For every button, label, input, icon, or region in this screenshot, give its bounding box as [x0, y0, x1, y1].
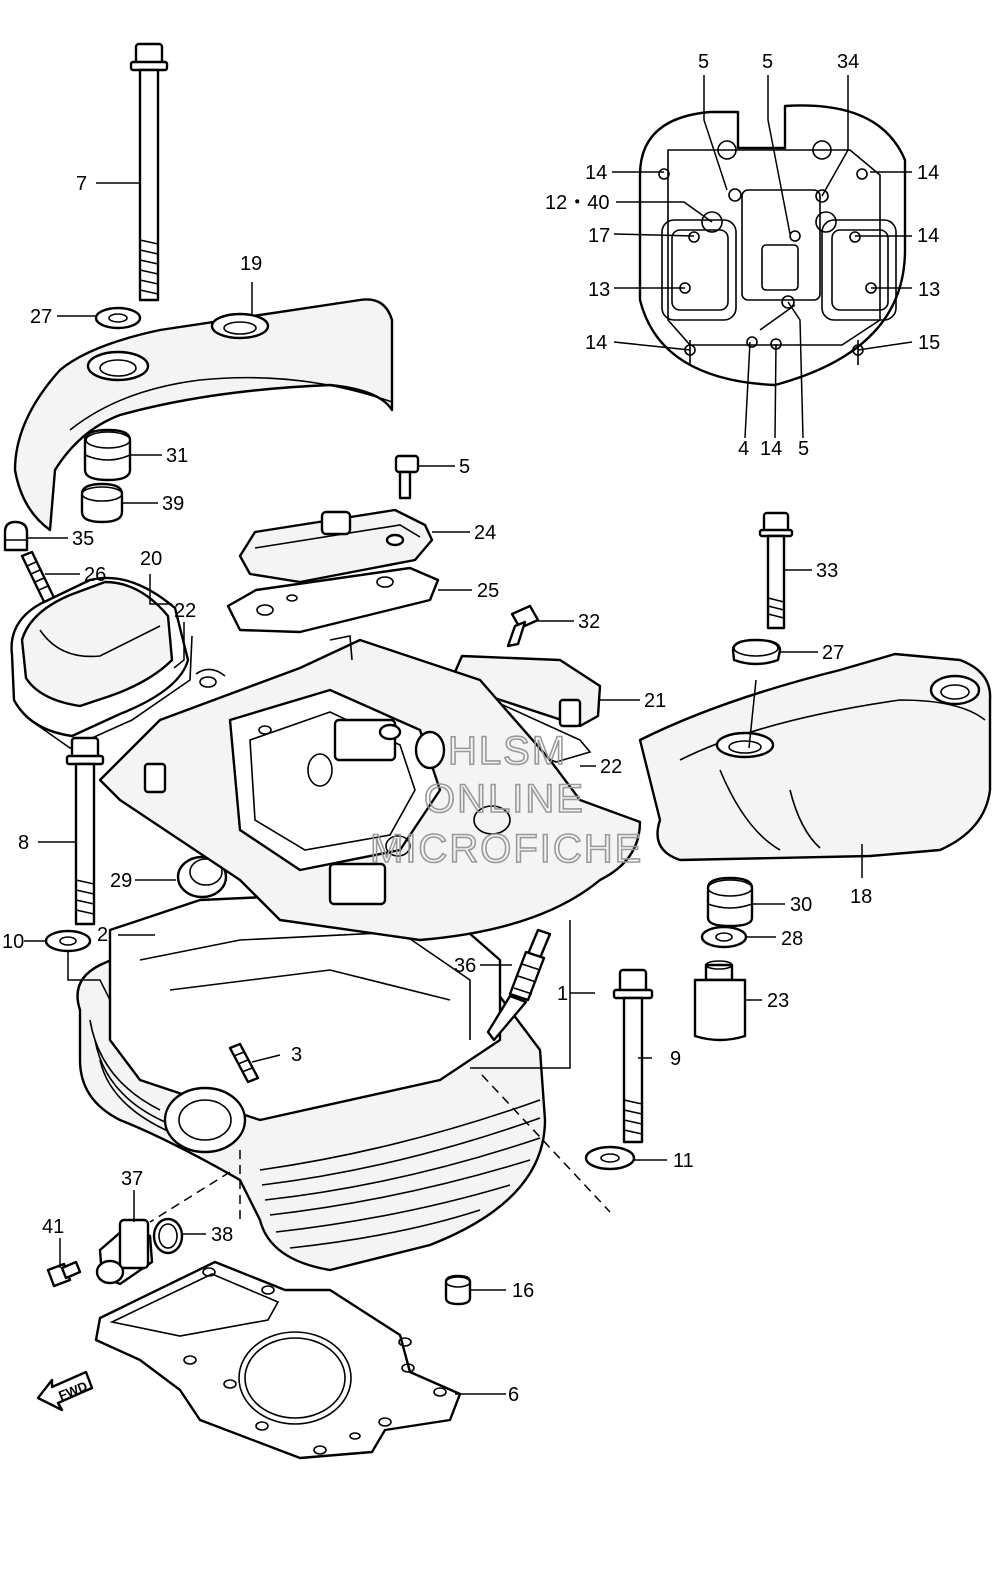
cover-24 [238, 508, 434, 584]
callout-31: 31 [166, 445, 188, 467]
cylinder-head-1 [76, 635, 642, 1272]
callout-14-a: 14 [585, 162, 607, 184]
callout-24: 24 [474, 522, 496, 544]
callout-23: 23 [767, 990, 789, 1012]
bolt-41 [46, 1260, 82, 1288]
callout-39: 39 [162, 493, 184, 515]
callout-33: 33 [816, 560, 838, 582]
callout-22-left: 22 [174, 600, 196, 622]
callout-13-right: 13 [918, 279, 940, 301]
callout-30: 30 [790, 894, 812, 916]
callout-32: 32 [578, 611, 600, 633]
fwd-arrow-icon: FWD [36, 1370, 94, 1412]
grommet-30 [706, 876, 754, 928]
head-gasket-6 [94, 1260, 462, 1460]
callout-41: 41 [42, 1216, 64, 1238]
callout-25: 25 [477, 580, 499, 602]
watermark-line-1: HLSM [448, 729, 567, 773]
bolt-33 [758, 511, 794, 630]
callout-5-inset-b: 5 [762, 51, 773, 73]
bolt-9 [612, 968, 654, 1144]
grommet-27-left [94, 306, 142, 330]
callout-20: 20 [140, 548, 162, 570]
callout-14-e: 14 [760, 438, 782, 460]
callout-38: 38 [211, 1224, 233, 1246]
valve-cover-20 [10, 576, 193, 749]
bolt-8 [65, 736, 105, 926]
callout-4: 4 [738, 438, 749, 460]
washer-11 [584, 1145, 636, 1171]
callout-19: 19 [240, 253, 262, 275]
cylinder-cover-19 [13, 298, 394, 532]
callout-3: 3 [291, 1044, 302, 1066]
callout-27-left: 27 [30, 306, 52, 328]
callout-26: 26 [84, 564, 106, 586]
callout-28: 28 [781, 928, 803, 950]
callout-14-d: 14 [585, 332, 607, 354]
callout-13-left: 13 [588, 279, 610, 301]
cylinder-cover-18 [638, 652, 992, 862]
callout-2: 2 [97, 924, 108, 946]
callout-12-40: 12・40 [545, 192, 610, 214]
washer-28 [700, 925, 748, 949]
callout-29: 29 [110, 870, 132, 892]
washer-10 [44, 929, 92, 953]
grommet-31 [83, 428, 132, 482]
o-ring-38 [152, 1217, 184, 1255]
fitting-37 [95, 1218, 154, 1286]
callout-10: 10 [2, 931, 24, 953]
callout-6: 6 [508, 1384, 519, 1406]
spacer-23 [693, 960, 747, 1042]
callout-7: 7 [76, 173, 87, 195]
callout-17: 17 [588, 225, 610, 247]
callout-5: 5 [459, 456, 470, 478]
bolt-7 [129, 42, 169, 302]
callout-9: 9 [670, 1048, 681, 1070]
leader-lines [24, 75, 913, 1395]
spark-plug-36 [486, 928, 552, 1042]
callout-14-c: 14 [917, 225, 939, 247]
callout-37: 37 [121, 1168, 143, 1190]
callout-15: 15 [918, 332, 940, 354]
callout-1: 1 [557, 983, 568, 1005]
bolt-5 [394, 454, 420, 500]
callout-21: 21 [644, 690, 666, 712]
callout-16: 16 [512, 1280, 534, 1302]
bolt-32 [506, 604, 540, 648]
dowel-16 [444, 1274, 472, 1306]
callout-11: 11 [673, 1150, 694, 1172]
watermark-line-2: ONLINE [424, 777, 585, 821]
watermark-line-3: MICROFICHE [370, 827, 643, 871]
callout-8: 8 [18, 832, 29, 854]
plug-29 [176, 855, 228, 899]
callout-36: 36 [454, 955, 476, 977]
watermark: HLSM ONLINE MICROFICHE [369, 728, 643, 872]
collar-39 [80, 482, 124, 524]
gasket-25 [226, 566, 440, 634]
callout-27-right: 27 [822, 642, 844, 664]
inset-head-top-view [638, 104, 907, 387]
callout-5-inset-a: 5 [698, 51, 709, 73]
grommet-27-right [731, 638, 782, 666]
callout-18: 18 [850, 886, 872, 908]
callout-labels: 1 2 3 4 5 5 5 5 6 7 8 9 10 11 12・40 13 1… [2, 51, 940, 1406]
callout-22-right: 22 [600, 756, 622, 778]
cap-nut-35 [3, 520, 29, 552]
callout-5-inset-c: 5 [798, 438, 809, 460]
callout-35: 35 [72, 528, 94, 550]
callout-34: 34 [837, 51, 859, 73]
callout-14-b: 14 [917, 162, 939, 184]
